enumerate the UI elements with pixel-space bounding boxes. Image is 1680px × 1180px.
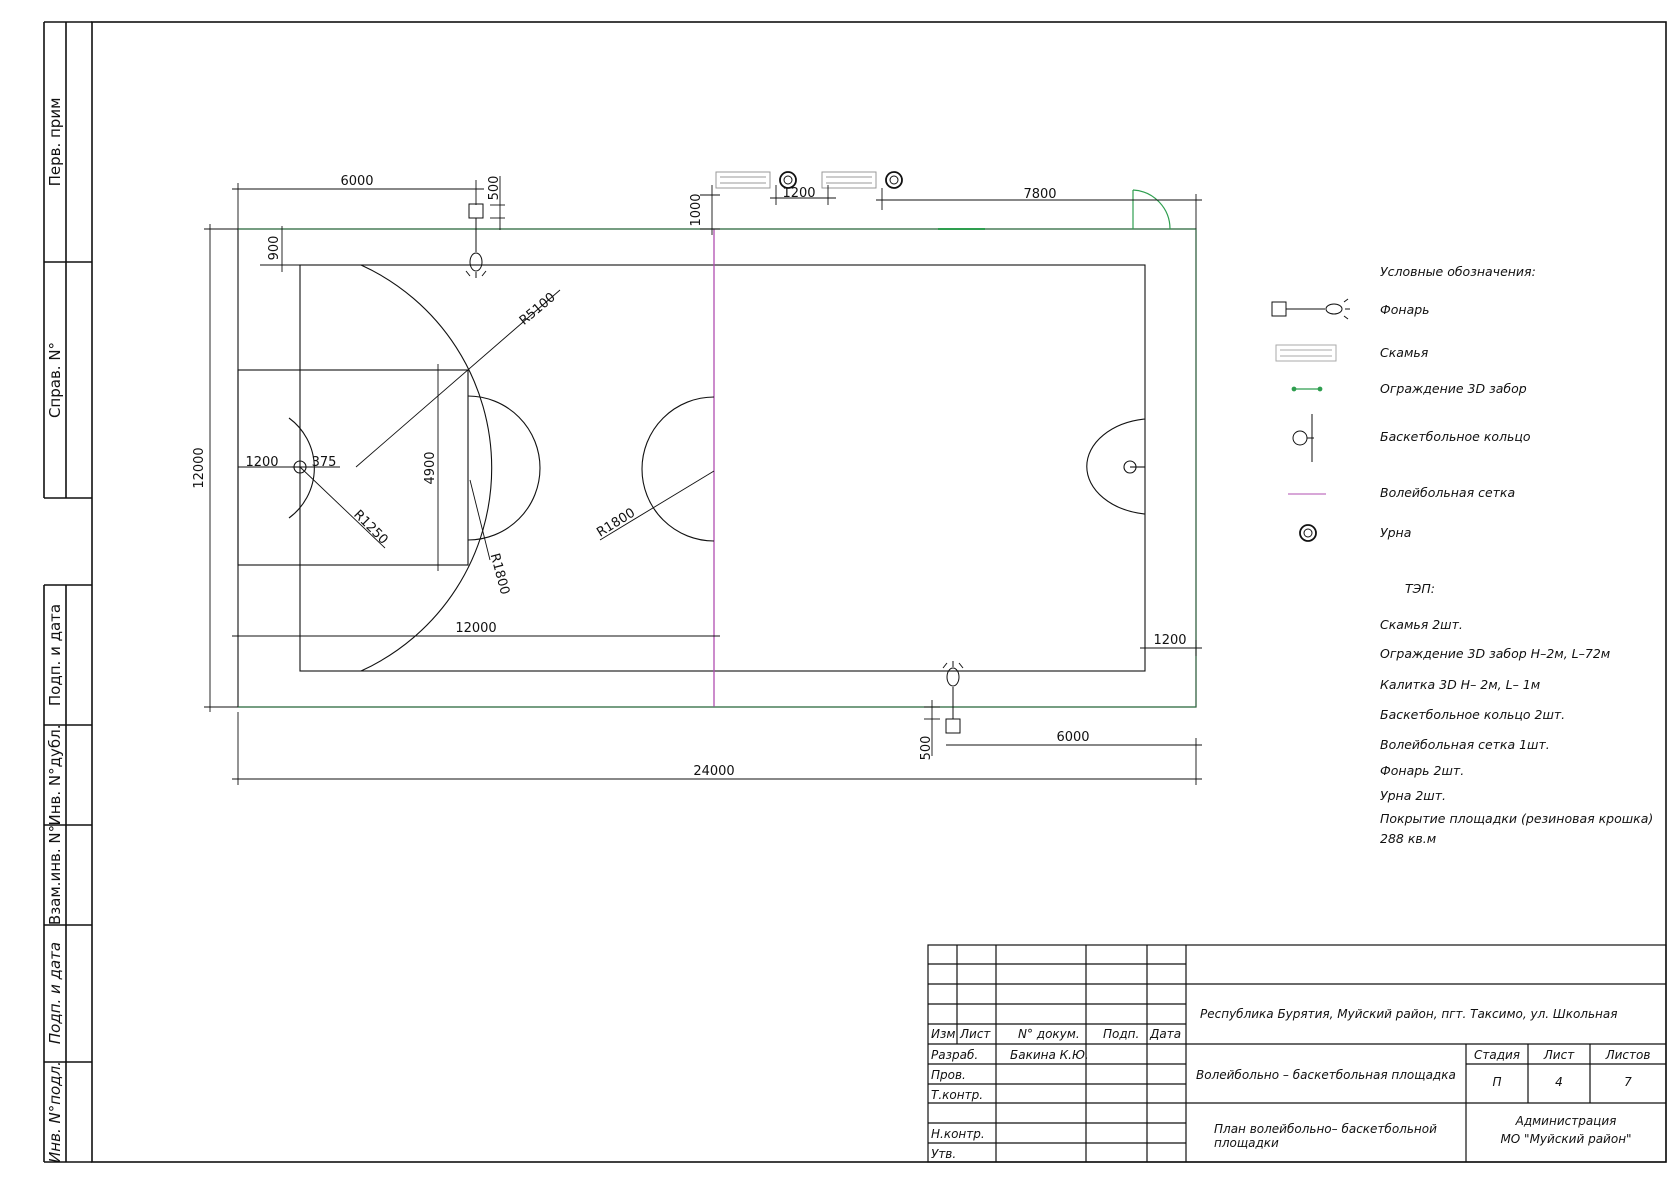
tep-line: 288 кв.м xyxy=(1380,831,1436,846)
legend-bench: Скамья xyxy=(1380,345,1429,360)
dim-r1250: R1250 xyxy=(350,507,390,547)
dim-24000: 24000 xyxy=(693,764,734,779)
gate-symbol xyxy=(1132,189,1171,230)
lamp-bottom xyxy=(942,661,964,734)
court-boundary xyxy=(299,264,1146,672)
dim-500-bottom: 500 xyxy=(919,736,934,761)
tep-line: Фонарь 2шт. xyxy=(1380,763,1464,778)
side-inv-dubl: Инв. N°дубл. xyxy=(46,725,64,826)
dim-7800: 7800 xyxy=(1023,187,1056,202)
dimension-lines xyxy=(204,176,1202,785)
fence-symbol-icon xyxy=(1291,386,1323,392)
bench-1 xyxy=(715,171,771,189)
fence-marks xyxy=(238,228,1197,708)
dim-r5100: R5100 xyxy=(517,290,559,329)
dim-1000: 1000 xyxy=(689,193,704,226)
developer-name: Бакина К.Ю. xyxy=(1010,1048,1089,1062)
bench-symbol-icon xyxy=(1275,344,1337,362)
hdr-izm: Изм xyxy=(931,1027,955,1041)
sheet-label: Лист xyxy=(1543,1048,1575,1062)
tep-line: Волейбольная сетка 1шт. xyxy=(1380,737,1550,752)
dim-1200-left: 1200 xyxy=(245,455,278,470)
dim-1200-bench: 1200 xyxy=(782,186,815,201)
tep-line: Скамья 2шт. xyxy=(1380,617,1463,632)
legend-lamp: Фонарь xyxy=(1380,302,1430,317)
legend-net: Волейбольная сетка xyxy=(1380,485,1515,500)
hdr-list: Лист xyxy=(959,1027,991,1041)
stage-label: Стадия xyxy=(1474,1048,1520,1062)
side-stamp: Перв. прим Справ. N° Подп. и дата Инв. N… xyxy=(46,98,64,1163)
bench-2 xyxy=(821,171,877,189)
dim-6000-bottom: 6000 xyxy=(1056,730,1089,745)
free-throw-arc xyxy=(467,395,541,541)
fence-outline xyxy=(237,228,1197,708)
role-prov: Пров. xyxy=(931,1068,966,1082)
sheets-value: 7 xyxy=(1624,1075,1632,1089)
side-perv-prim: Перв. прим xyxy=(46,98,64,187)
role-nkontr: Н.контр. xyxy=(931,1127,985,1141)
stage-value: П xyxy=(1492,1075,1501,1089)
legend-urn: Урна xyxy=(1380,525,1411,540)
org-line-2: МО "Муйский район" xyxy=(1500,1132,1631,1146)
sheet-frame xyxy=(43,21,1667,1163)
legend: Условные обозначения: Фонарь Скамья Огра… xyxy=(1271,264,1536,542)
role-tkontr: Т.контр. xyxy=(931,1088,983,1102)
urn-1 xyxy=(779,171,797,189)
side-vzam-inv: Взам.инв. N° xyxy=(46,825,64,925)
dim-500-top: 500 xyxy=(487,176,502,201)
tep-line: Покрытие площадки (резиновая крошка) xyxy=(1380,811,1653,826)
dim-375: 375 xyxy=(312,455,337,470)
legend-title: Условные обозначения: xyxy=(1380,264,1536,279)
object-name: Волейбольно – баскетбольная площадка xyxy=(1196,1068,1456,1082)
dim-r1800-center: R1800 xyxy=(594,506,638,541)
side-inv-podl: Инв. N°подл. xyxy=(46,1061,64,1163)
tep-line: Урна 2шт. xyxy=(1380,788,1446,803)
role-razrab: Разраб. xyxy=(931,1048,978,1062)
org-line-1: Администрация xyxy=(1515,1114,1617,1128)
dim-12000-side: 12000 xyxy=(192,447,207,488)
sheet-value: 4 xyxy=(1555,1075,1563,1089)
lamp-top xyxy=(465,203,487,278)
restricted-arc xyxy=(288,417,315,519)
dim-r1800-key: R1800 xyxy=(487,552,512,597)
legend-fence: Ограждение 3D забор xyxy=(1380,381,1527,396)
sheet-title-1: План волейбольно– баскетбольной xyxy=(1214,1122,1437,1136)
urn-symbol-icon xyxy=(1299,524,1317,542)
address-text: Республика Бурятия, Муйский район, пгт. … xyxy=(1200,1007,1617,1021)
role-utv: Утв. xyxy=(931,1147,956,1161)
side-podp-data-2: Подп. и дата xyxy=(46,942,64,1044)
urn-2 xyxy=(885,171,903,189)
hdr-podp: Подп. xyxy=(1103,1027,1139,1041)
dim-1200-right: 1200 xyxy=(1153,633,1186,648)
hdr-data: Дата xyxy=(1149,1027,1181,1041)
side-sprav-no: Справ. N° xyxy=(46,342,64,418)
dim-6000-top: 6000 xyxy=(340,174,373,189)
hoop-symbol-icon xyxy=(1292,414,1314,462)
title-block-texts: Республика Бурятия, Муйский район, пгт. … xyxy=(931,1007,1650,1161)
sheet-title-2: площадки xyxy=(1214,1136,1279,1150)
tep-title: ТЭП: xyxy=(1405,581,1435,596)
dim-900: 900 xyxy=(267,236,282,261)
three-point-arc xyxy=(360,264,493,672)
hdr-doc: N° докум. xyxy=(1018,1027,1080,1041)
right-key-arc xyxy=(1086,418,1146,515)
side-podp-data: Подп. и дата xyxy=(46,604,64,706)
sheets-label: Листов xyxy=(1605,1048,1651,1062)
tep-line: Ограждение 3D забор Н–2м, L–72м xyxy=(1380,646,1610,661)
dim-4900: 4900 xyxy=(423,451,438,484)
basketball-key xyxy=(237,369,469,566)
lamp-symbol-icon xyxy=(1271,298,1350,320)
benches-urns xyxy=(715,171,903,189)
court-plan xyxy=(237,228,1197,708)
tep-line: Баскетбольное кольцо 2шт. xyxy=(1380,707,1565,722)
center-circle xyxy=(641,396,715,542)
title-block xyxy=(927,944,1667,1163)
legend-hoop: Баскетбольное кольцо xyxy=(1380,429,1531,444)
tep-line: Калитка 3D Н– 2м, L– 1м xyxy=(1380,677,1540,692)
dim-12000-half: 12000 xyxy=(455,621,496,636)
tep-block: ТЭП: Скамья 2шт. Ограждение 3D забор Н–2… xyxy=(1380,581,1653,846)
